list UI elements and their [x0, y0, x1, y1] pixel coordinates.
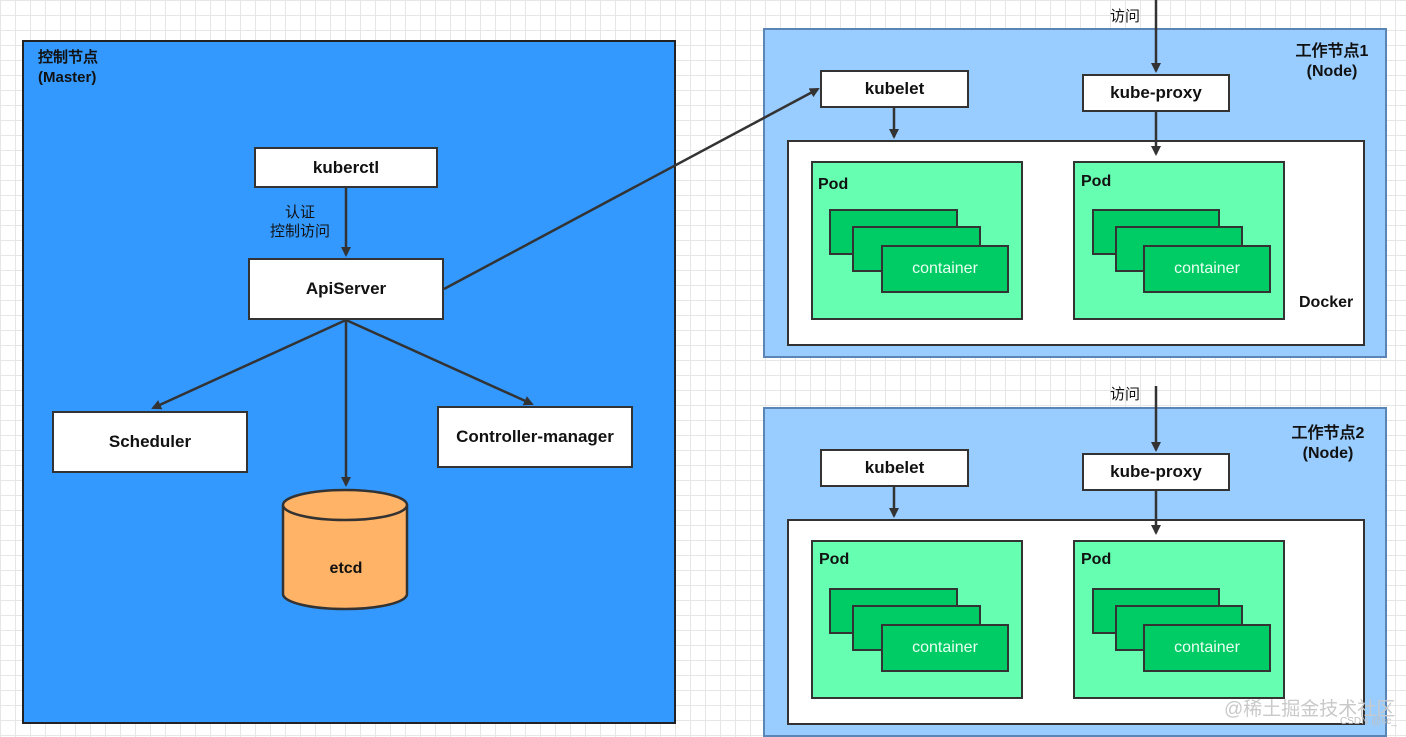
node1-title: 工作节点1 (Node): [1282, 42, 1382, 82]
master-title-line1: 控制节点: [38, 49, 99, 66]
node1-title-line2: (Node): [1306, 63, 1358, 80]
node1-title-line1: 工作节点1: [1295, 43, 1369, 60]
node2-pod-a-container[interactable]: container: [881, 624, 1009, 672]
node2-title: 工作节点2 (Node): [1273, 424, 1383, 464]
watermark-csdn: CSDN @sc_: [1340, 716, 1397, 727]
node1-docker-label: Docker: [1299, 294, 1354, 311]
node2-pod-b-label: Pod: [1081, 551, 1112, 568]
node1-pod-a-label: Pod: [818, 176, 849, 193]
node1-kubelet-box[interactable]: kubelet: [820, 70, 969, 108]
master-title-line2: (Master): [38, 69, 97, 86]
watermark-juejin: @稀土掘金技术社区: [1224, 699, 1396, 720]
node1-pod-a-container[interactable]: container: [881, 245, 1009, 293]
arrow-apiserver-to-scheduler: [151, 318, 347, 410]
node2-pod-a-label: Pod: [819, 551, 850, 568]
node1-pod-b-label: Pod: [1081, 173, 1112, 190]
node2-title-line1: 工作节点2: [1291, 425, 1365, 442]
node1-pod-b-container[interactable]: container: [1143, 245, 1271, 293]
arrow-apiserver-to-controller: [345, 318, 534, 406]
scheduler-box[interactable]: Scheduler: [52, 411, 248, 473]
auth-note-line1: 认证: [284, 204, 315, 221]
node2-kube-proxy-box[interactable]: kube-proxy: [1082, 453, 1230, 491]
node2-title-line2: (Node): [1302, 445, 1354, 462]
etcd-cylinder-icon: [281, 488, 409, 611]
kubectl-box[interactable]: kuberctl: [254, 147, 438, 188]
auth-note: 认证 控制访问: [262, 203, 338, 241]
master-title: 控制节点 (Master): [38, 48, 98, 88]
node2-kubelet-box[interactable]: kubelet: [820, 449, 969, 487]
arrow-apiserver-to-kubelet: [443, 87, 820, 291]
etcd-label: etcd: [329, 560, 363, 577]
auth-note-line2: 控制访问: [269, 223, 330, 240]
controller-manager-box[interactable]: Controller-manager: [437, 406, 633, 468]
node2-access-label: 访问: [1110, 386, 1141, 403]
apiserver-box[interactable]: ApiServer: [248, 258, 444, 320]
node2-pod-b-container[interactable]: container: [1143, 624, 1271, 672]
node1-access-label: 访问: [1110, 8, 1141, 25]
node1-kube-proxy-box[interactable]: kube-proxy: [1082, 74, 1230, 112]
